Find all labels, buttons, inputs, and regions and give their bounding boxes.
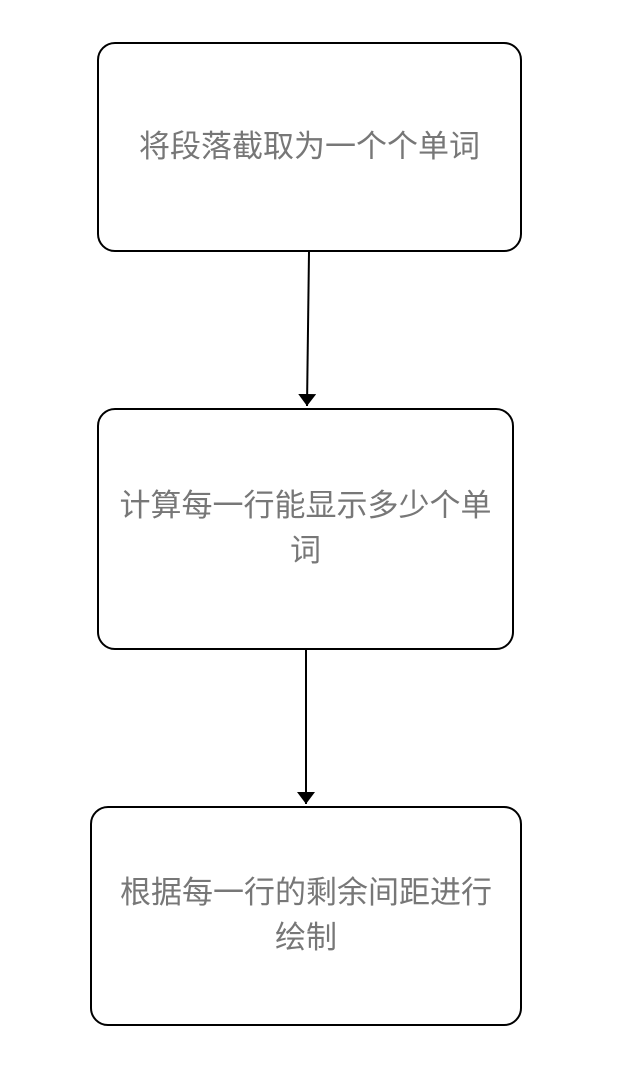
arrow-step1-to-step2 <box>298 251 317 407</box>
process-node-calculate-words-per-line: 计算每一行能显示多少个单词 <box>97 408 514 650</box>
process-node-draw-with-spacing: 根据每一行的剩余间距进行绘制 <box>90 806 522 1026</box>
node-label: 根据每一行的剩余间距进行绘制 <box>120 875 492 956</box>
process-node-split-paragraph: 将段落截取为一个个单词 <box>97 42 522 252</box>
node-label: 将段落截取为一个个单词 <box>139 128 480 165</box>
node-label: 计算每一行能显示多少个单词 <box>119 488 492 569</box>
